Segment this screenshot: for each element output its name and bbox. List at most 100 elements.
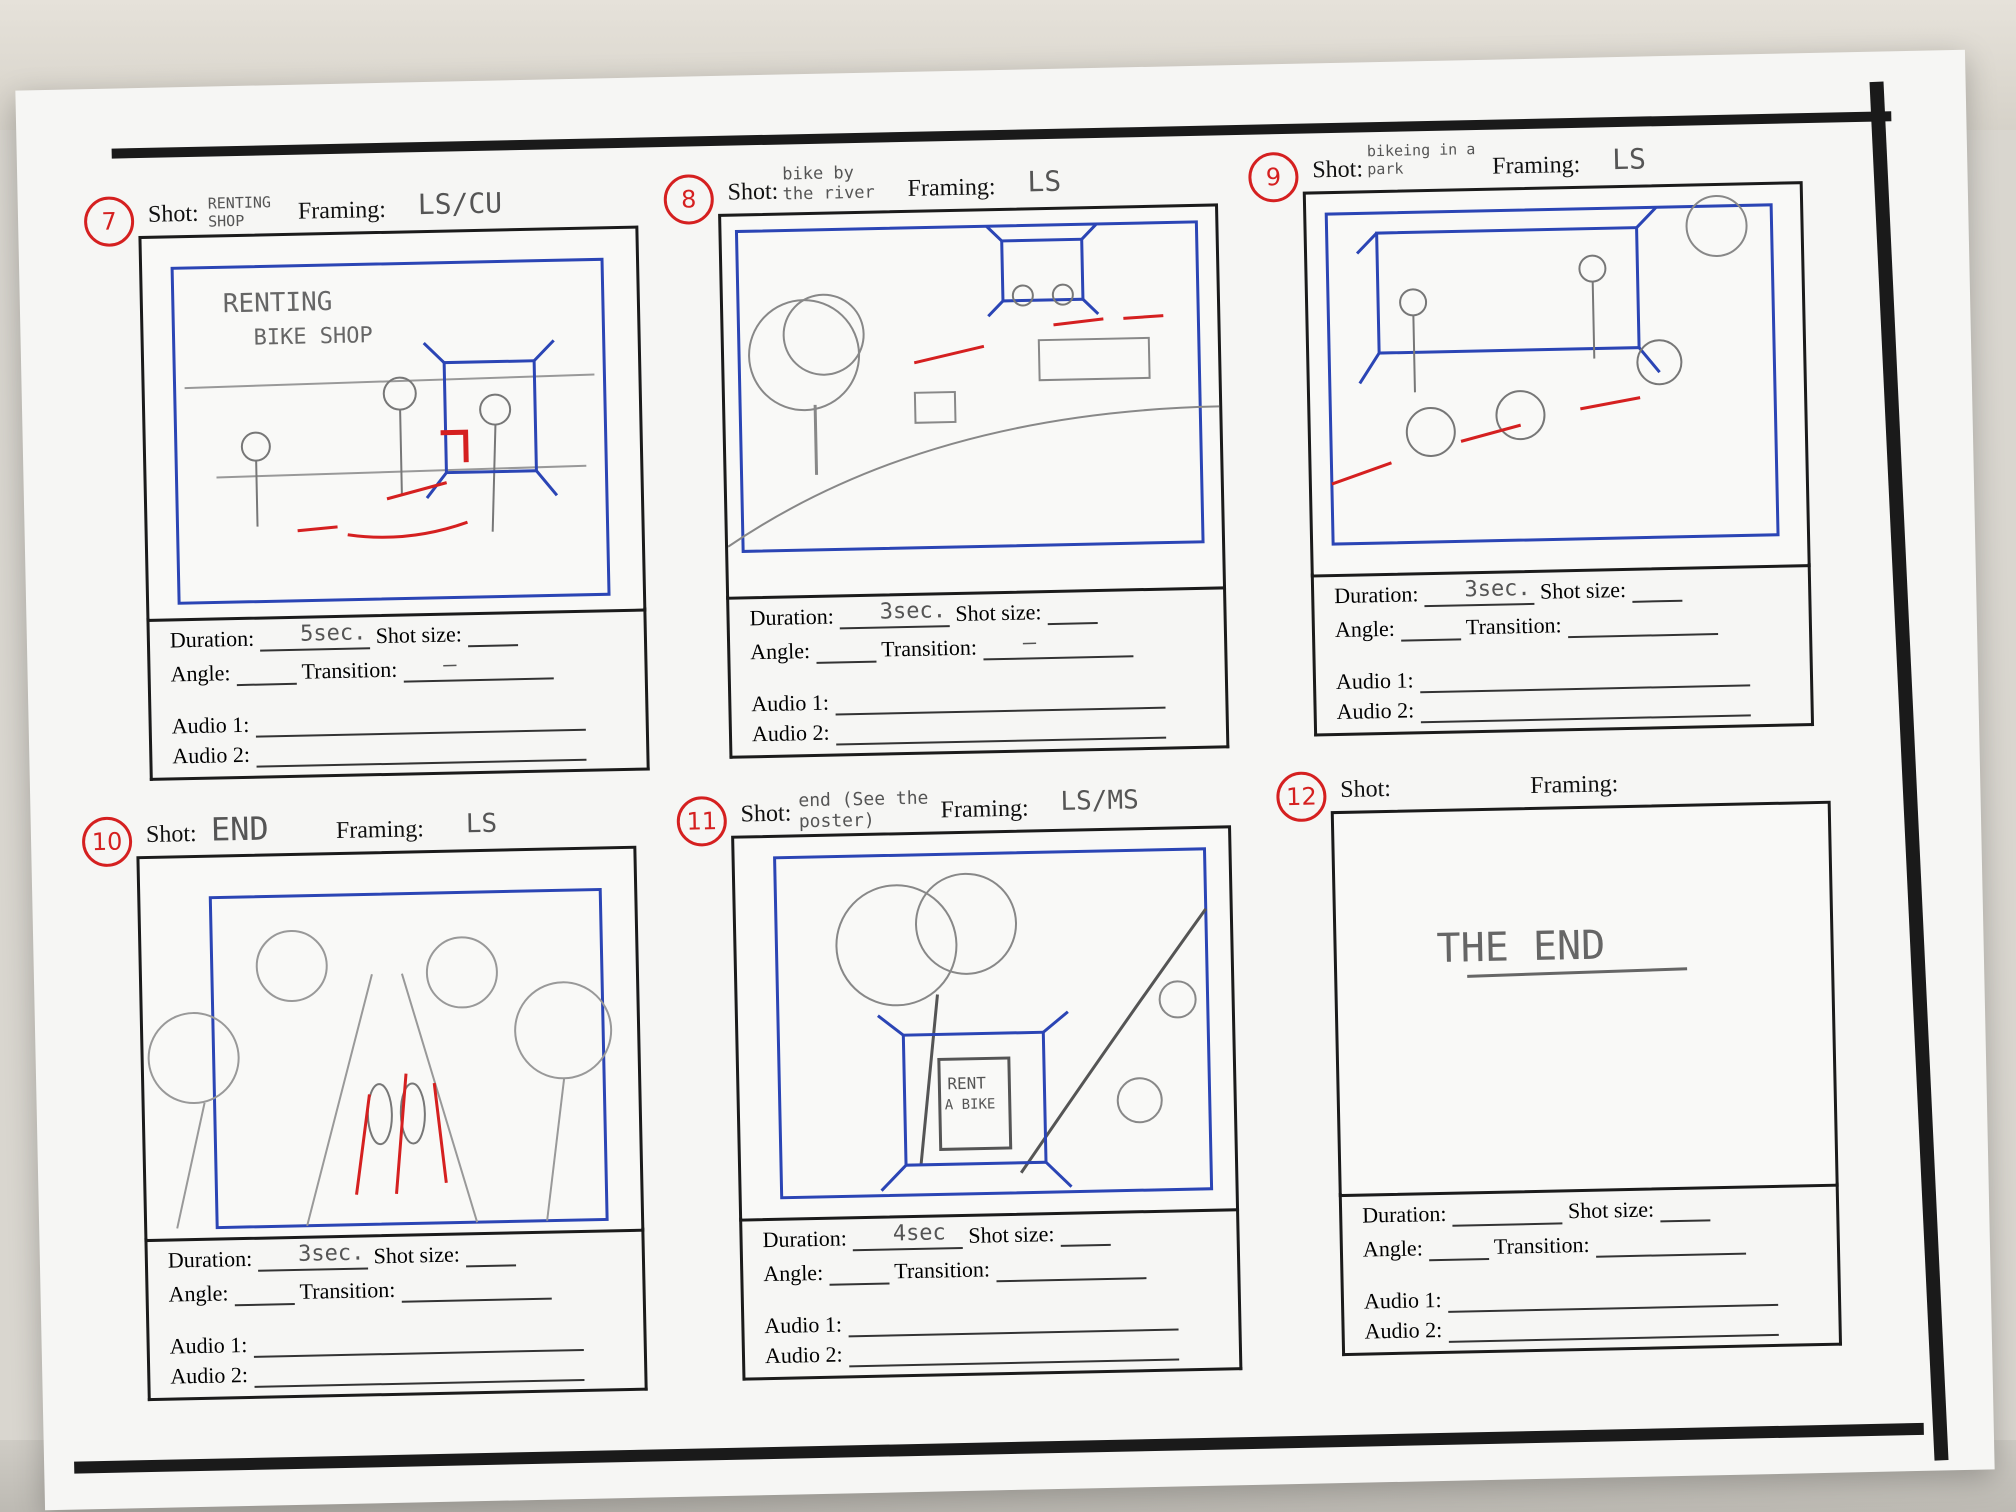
shot-label: Shot: [727,178,779,206]
storyboard-sheet: 7 Shot: RENTING SHOP Framing: LS/CU RENT… [15,49,1995,1511]
duration-label: Duration: [1361,1200,1447,1228]
sketch-frame: RENTING BIKE SHOP [138,225,647,622]
angle-row: Angle: Transition: [1362,1228,1746,1263]
panel-number: 10 [81,816,133,868]
shot-label: Shot: [145,820,197,848]
duration-row: Duration:4sec Shot size: [762,1219,1111,1253]
angle-row: Angle: Transition: [1335,609,1718,643]
audio1-row: Audio 1: [171,704,586,740]
audio1-label: Audio 1: [171,711,250,739]
the-end-text: THE END [1436,922,1606,972]
shot-size-label: Shot size: [1567,1196,1655,1224]
audio1-row: Audio 1: [751,682,1166,718]
storyboard-panel-11: 11 Shot: end (See the poster) Framing: L… [676,777,1243,1381]
shot-value: end (See the poster) [798,787,929,833]
audio1-label: Audio 1: [751,689,830,717]
audio1-row: Audio 1: [169,1324,584,1360]
storyboard-panel-7: 7 Shot: RENTING SHOP Framing: LS/CU RENT… [83,178,650,781]
angle-label: Angle: [1362,1235,1424,1262]
duration-value: 3sec. [297,1240,365,1267]
shot-label: Shot: [1340,775,1392,803]
sheet-right-rule [1869,81,1949,1461]
duration-row: Duration: 5sec. Shot size: [169,620,519,653]
audio2-row: Audio 2: [751,712,1166,748]
audio2-label: Audio 2: [751,719,830,747]
framing-label: Framing: [335,816,425,845]
duration-row: Duration: 3sec. Shot size: [167,1240,517,1273]
shot-value: RENTING SHOP [207,193,272,231]
framing-label: Framing: [297,196,387,225]
duration-value: 5sec. [299,620,367,647]
shot-value: bike by the river [782,163,876,205]
framing-label: Framing: [1529,771,1619,799]
sketch-drawing [147,887,613,1230]
audio2-label: Audio 2: [172,741,251,769]
shot-info-table: Duration:4sec Shot size: Angle: Transiti… [739,1207,1243,1381]
shot-label: Shot: [1312,156,1364,184]
shot-value: END [210,809,270,849]
transition-value: — [442,652,457,678]
duration-row: Duration:3sec. Shot size: [1334,575,1683,609]
panel-number: 8 [663,173,715,226]
duration-row: Duration: Shot size: [1361,1195,1711,1228]
sketch-drawing: THE END [1436,922,1688,978]
storyboard-panel-8: 8 Shot: bike by the river Framing: LS [663,155,1230,759]
sketch-frame [1302,181,1811,578]
audio1-row: Audio 1: [1363,1279,1778,1315]
audio2-label: Audio 2: [170,1361,249,1389]
shot-size-label: Shot size: [375,621,463,649]
audio2-row: Audio 2: [1336,690,1751,725]
shot-size-label: Shot size: [955,599,1042,627]
storyboard-panel-10: 10 Shot: END Framing: LS Dur [81,798,648,1402]
duration-label: Duration: [749,603,835,631]
duration-value: 3sec. [879,598,947,625]
framing-value: LS [1611,142,1647,177]
angle-label: Angle: [1334,615,1396,643]
shot-label: Shot: [147,200,199,228]
transition-label: Transition: [880,634,978,662]
sketch-frame: THE END [1330,800,1839,1198]
sketch-frame: RENT A BIKE [731,825,1240,1222]
audio1-row: Audio 1: [1336,660,1750,695]
framing-label: Framing: [1491,151,1581,180]
duration-label: Duration: [762,1225,848,1253]
audio1-label: Audio 1: [764,1311,843,1339]
duration-row: Duration: 3sec. Shot size: [749,598,1098,631]
audio1-label: Audio 1: [1363,1286,1442,1314]
duration-label: Duration: [167,1245,253,1273]
poster-text-2: A BIKE [945,1096,996,1113]
shot-info-table: Duration:3sec. Shot size: Angle: Transit… [726,585,1230,759]
audio2-row: Audio 2: [1364,1309,1779,1345]
shot-size-label: Shot size: [1539,576,1627,604]
sketch-drawing: RENTING BIKE SHOP [170,257,611,605]
angle-row: Angle: Transition: [763,1253,1147,1287]
panel-header: 12 Shot: Framing: [1275,753,1831,823]
audio1-label: Audio 1: [169,1331,248,1359]
panel-header: 9 Shot: bikeing in a park Framing: LS [1247,133,1803,203]
framing-value: LS/CU [417,186,503,222]
audio1-label: Audio 1: [1335,667,1414,695]
shot-info-table: Duration: Shot size: Angle: Transition: … [1338,1182,1843,1357]
storyboard-panel-9: 9 Shot: bikeing in a park Framing: LS [1247,133,1815,737]
audio2-row: Audio 2: [765,1334,1179,1369]
framing-value: LS [1027,164,1062,199]
panel-header: 11 Shot: end (See the poster) Framing: L… [676,777,1231,847]
sketch-frame [136,845,645,1243]
angle-label: Angle: [763,1259,824,1287]
shop-sign-text: RENTING [223,287,333,319]
duration-label: Duration: [169,625,255,653]
transition-label: Transition: [1493,1231,1590,1259]
panel-number: 11 [676,795,728,847]
transition-label: Transition: [301,656,398,684]
shot-size-label: Shot size: [373,1241,461,1269]
audio2-label: Audio 2: [764,1341,843,1369]
transition-label: Transition: [299,1276,396,1304]
shot-info-table: Duration:5sec. Shot size: Angle: Transit… [146,607,650,781]
poster-text: RENT [947,1073,986,1093]
framing-label: Framing: [940,795,1029,824]
angle-label: Angle: [168,1280,229,1307]
transition-value: — [1022,630,1037,656]
panel-number: 12 [1275,771,1327,823]
panel-header: 7 Shot: RENTING SHOP Framing: LS/CU [83,178,638,248]
panel-number: 9 [1247,151,1299,203]
